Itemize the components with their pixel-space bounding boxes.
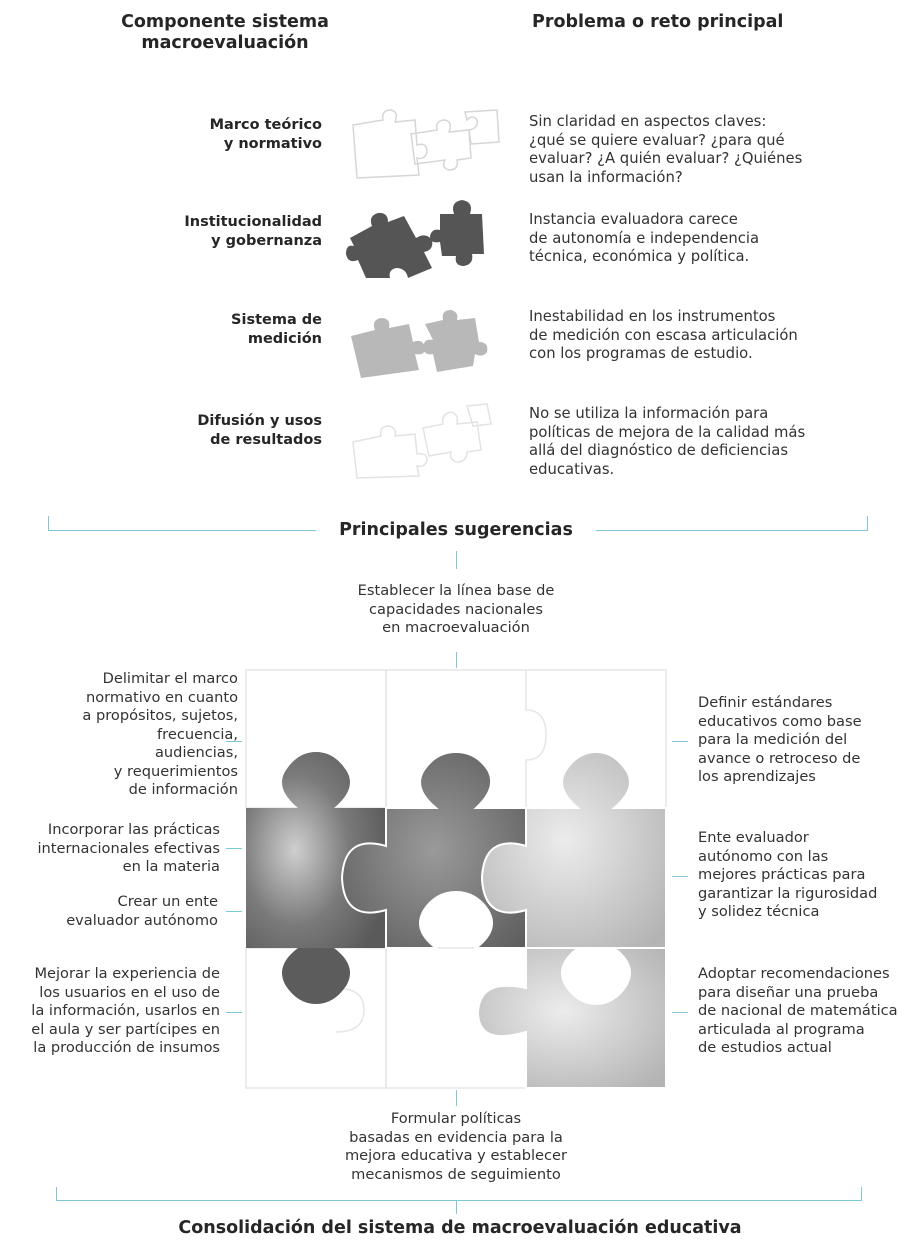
suggestion-left-2: Incorporar las prácticas internacionales…	[37, 821, 221, 875]
footer-bracket-horizontal	[56, 1200, 862, 1201]
problem-difusion-usos: No se utiliza la información para políti…	[529, 405, 806, 478]
connector-left-1	[226, 741, 242, 742]
connector-right-2	[672, 876, 688, 877]
suggestion-left-1: Delimitar el marco normativo en cuanto a…	[82, 670, 238, 798]
suggestion-right-1: Definir estándares educativos como base …	[698, 694, 862, 785]
problem-sistema-medicion: Inestabilidad en los instrumentos de med…	[529, 308, 798, 362]
connector-left-3	[226, 911, 242, 912]
suggestion-right-2: Ente evaluador autónomo con las mejores …	[698, 829, 878, 920]
footer-bracket-left-vertical	[56, 1187, 57, 1200]
connector-left-2	[226, 848, 242, 849]
suggestion-right-3: Adoptar recomendaciones para diseñar una…	[698, 965, 898, 1056]
suggestion-left-4: Mejorar la experiencia de los usuarios e…	[31, 965, 220, 1056]
footer-connector	[456, 1200, 457, 1214]
connector-top-puzzle	[456, 652, 457, 668]
problem-column-title: Problema o reto principal	[532, 12, 784, 32]
connector-puzzle-bottom	[456, 1090, 457, 1106]
problem-marco-teorico: Sin claridad en aspectos claves: ¿qué se…	[529, 113, 803, 186]
faint-puzzle-pieces-icon	[352, 403, 492, 479]
suggestions-title: Principales sugerencias	[339, 520, 573, 540]
dark-puzzle-pieces-icon	[346, 200, 484, 278]
outline-puzzle-pieces-icon	[352, 109, 500, 179]
component-difusion-usos: Difusión y usos de resultados	[197, 413, 322, 448]
central-puzzle-graphic	[245, 669, 667, 1089]
footer-title: Consolidación del sistema de macroevalua…	[178, 1218, 742, 1238]
component-institucionalidad: Institucionalidad y gobernanza	[184, 214, 322, 249]
bracket-left-vertical	[48, 516, 49, 530]
connector-title-top	[456, 551, 457, 569]
suggestion-top: Establecer la línea base de capacidades …	[357, 582, 555, 636]
component-column-title: Componente sistema macroevaluación	[121, 12, 329, 53]
bracket-right-horizontal	[596, 530, 868, 531]
component-sistema-medicion: Sistema de medición	[231, 312, 322, 347]
bracket-left-horizontal	[48, 530, 316, 531]
suggestion-bottom: Formular políticas basadas en evidencia …	[344, 1110, 568, 1183]
component-marco-teorico: Marco teórico y normativo	[209, 117, 322, 152]
bracket-right-vertical	[867, 516, 868, 530]
connector-right-3	[672, 1012, 688, 1013]
suggestion-left-3: Crear un ente evaluador autónomo	[66, 893, 218, 929]
gray-puzzle-pieces-icon	[351, 310, 488, 378]
connector-right-1	[672, 741, 688, 742]
connector-left-4	[226, 1012, 242, 1013]
problem-institucionalidad: Instancia evaluadora carece de autonomía…	[529, 211, 760, 265]
footer-bracket-right-vertical	[861, 1187, 862, 1200]
